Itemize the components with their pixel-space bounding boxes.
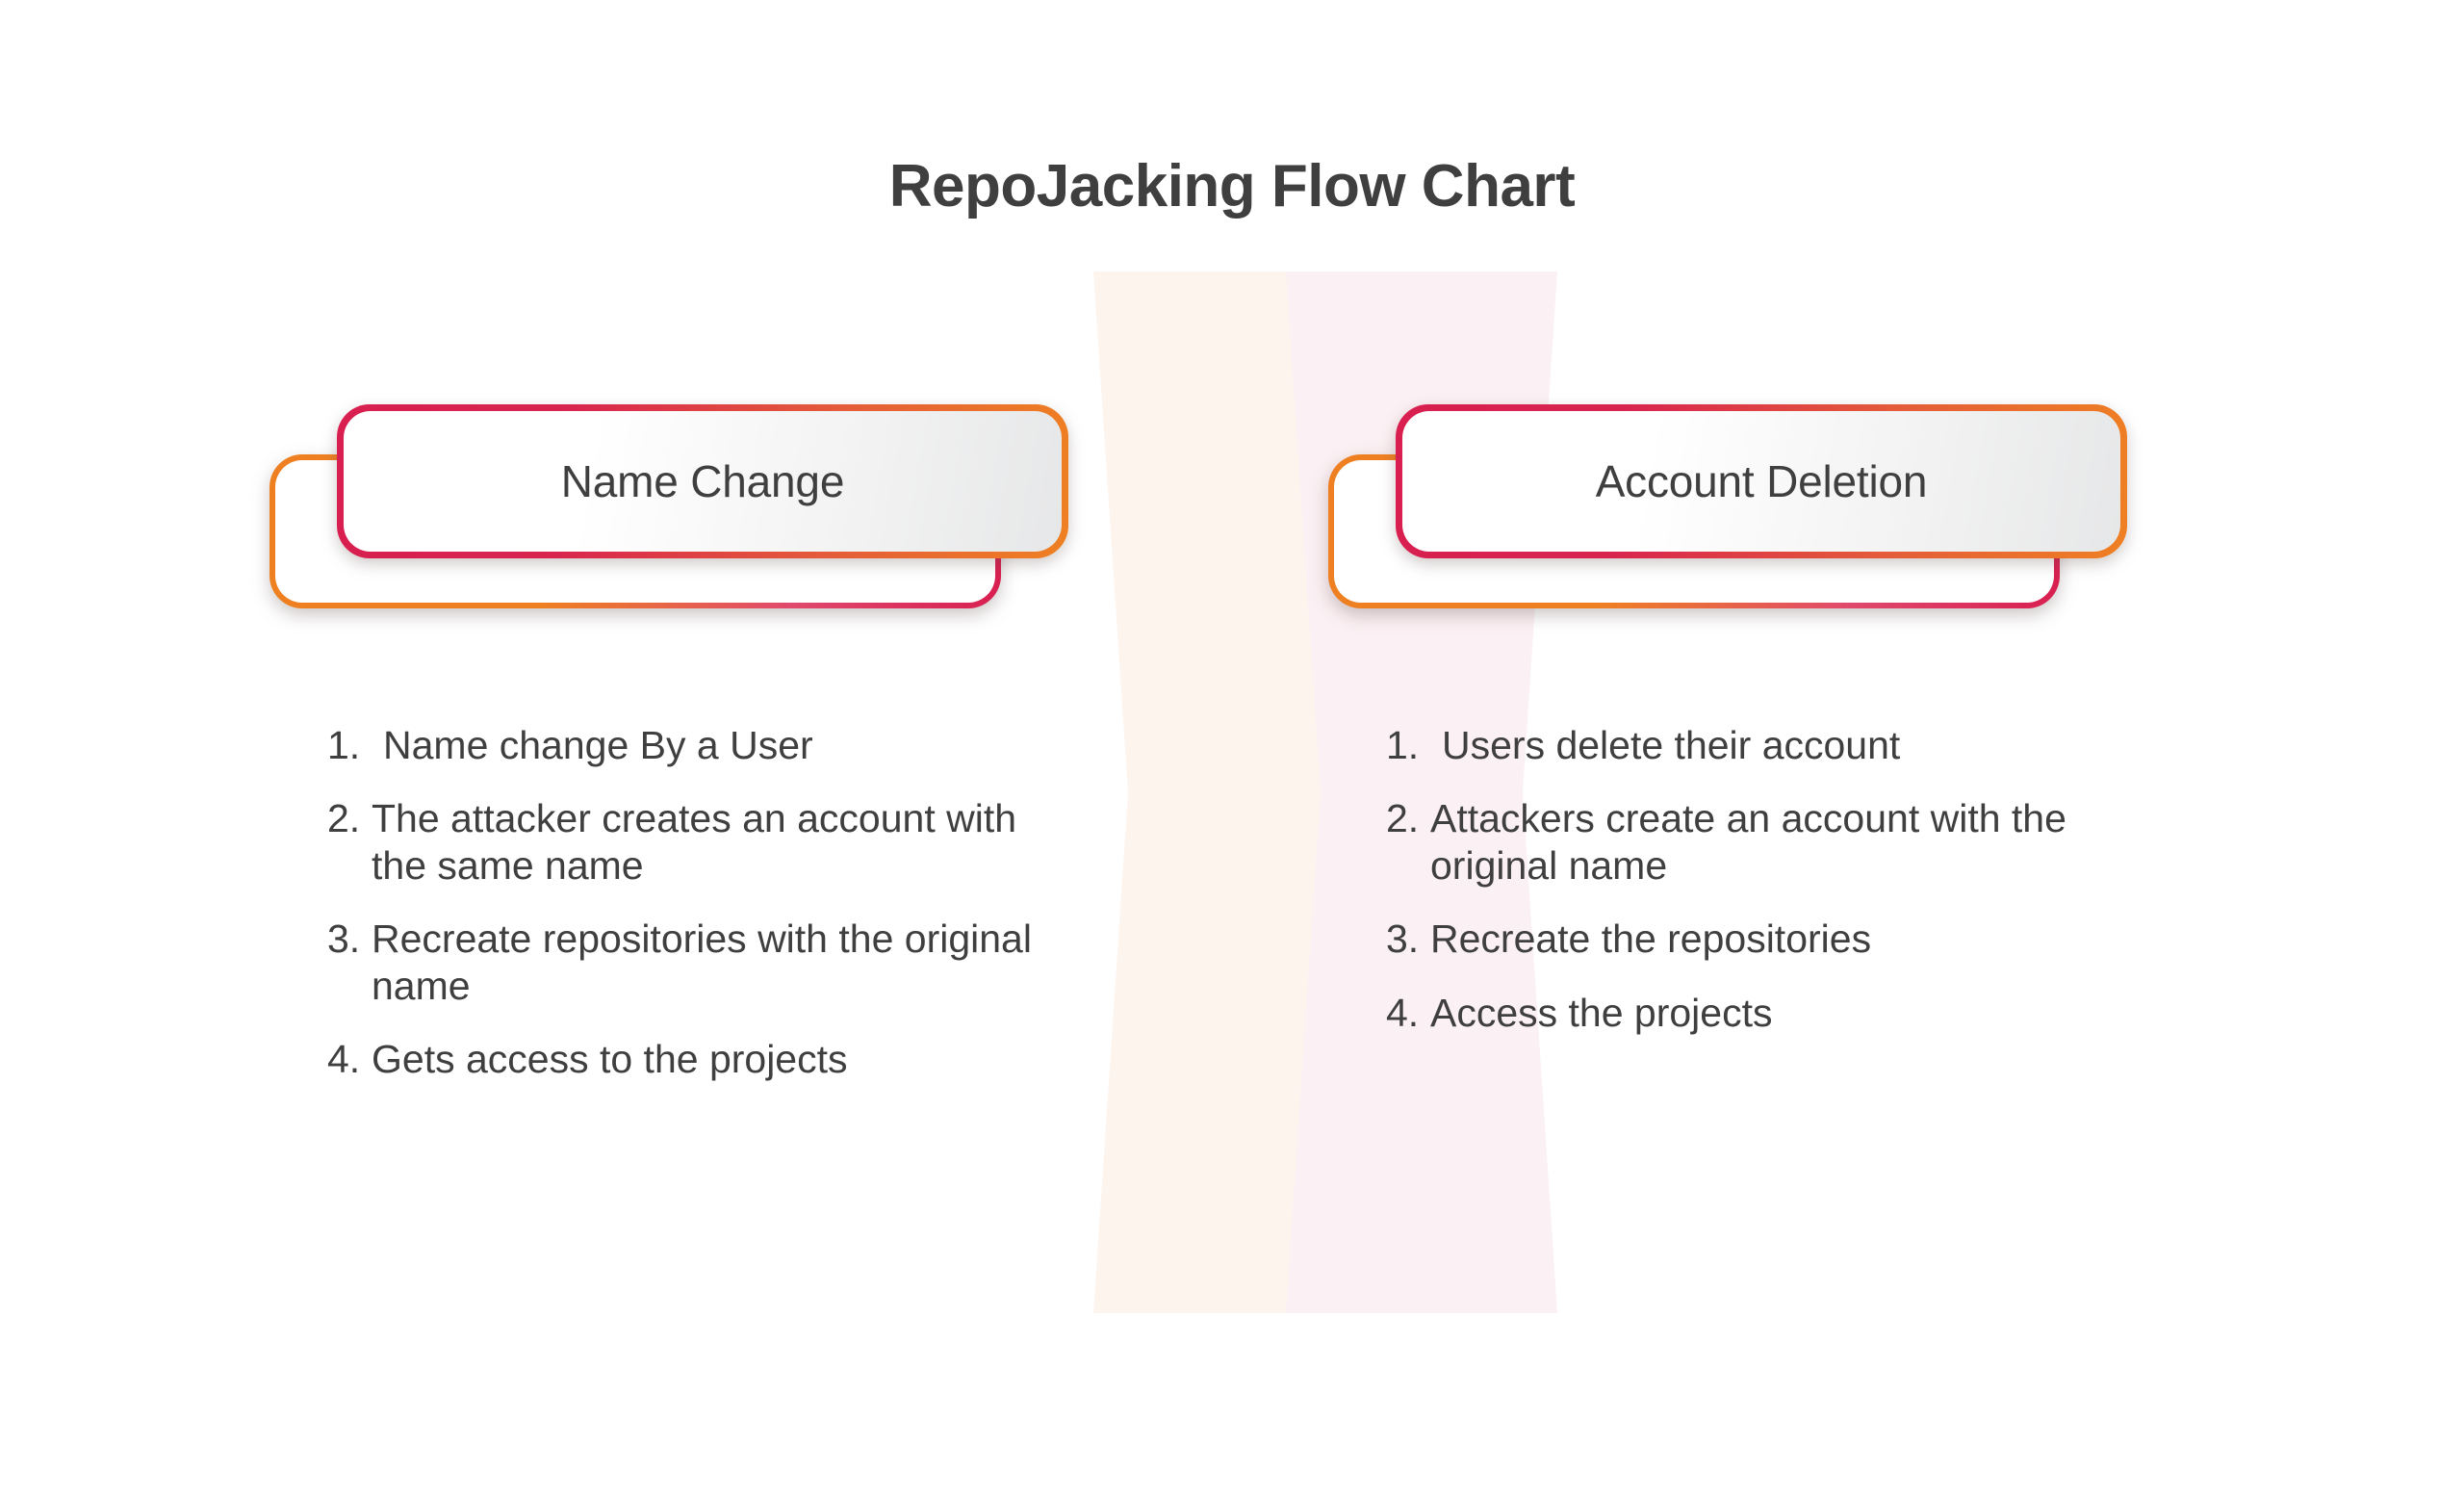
heading-box-name-change[interactable]: Name Change: [270, 404, 1068, 626]
list-item-number: 4.: [1386, 990, 1420, 1035]
steps-list-account-deletion: 1. Users delete their account 2. Attacke…: [1386, 722, 2204, 1036]
heading-box-outline-right: Account Deletion: [1396, 404, 2127, 558]
list-item: 4. Access the projects: [1386, 990, 2204, 1036]
list-item-text: Access the projects: [1430, 990, 1773, 1035]
list-item: 1. Users delete their account: [1386, 722, 2204, 768]
list-item: 3. Recreate repositories with the origin…: [327, 916, 1145, 1009]
list-item-number: 3.: [327, 916, 361, 962]
list-item-number: 1.: [327, 723, 361, 767]
page-title: RepoJacking Flow Chart: [888, 153, 1576, 219]
list-item-number: 3.: [1386, 916, 1420, 962]
list-item-text: Recreate the repositories: [1430, 916, 1872, 962]
heading-box-inner-left: Name Change: [344, 411, 1062, 552]
list-item-text: Attackers create an account with the ori…: [1430, 796, 2066, 888]
heading-box-account-deletion[interactable]: Account Deletion: [1328, 404, 2127, 626]
list-item-text: The attacker creates an account with the…: [372, 796, 1017, 888]
list-item-number: 2.: [1386, 796, 1420, 841]
list-item-text: Users delete their account: [1442, 723, 1901, 767]
list-item-number: 4.: [327, 1036, 361, 1081]
list-item-text: Name change By a User: [383, 723, 813, 767]
list-item: 2. The attacker creates an account with …: [327, 795, 1145, 889]
heading-label-account-deletion: Account Deletion: [1595, 456, 1928, 506]
list-item: 2. Attackers create an account with the …: [1386, 795, 2204, 889]
list-item: 1. Name change By a User: [327, 722, 1145, 768]
column-name-change: Name Change 1. Name change By a User 2. …: [270, 404, 1145, 1109]
list-item: 3. Recreate the repositories: [1386, 916, 2204, 962]
column-account-deletion: Account Deletion 1. Users delete their a…: [1328, 404, 2204, 1063]
list-item-number: 2.: [327, 796, 361, 841]
heading-box-outline-left: Name Change: [337, 404, 1068, 558]
list-item-text: Recreate repositories with the original …: [372, 916, 1032, 1008]
heading-label-name-change: Name Change: [560, 456, 845, 506]
steps-list-name-change: 1. Name change By a User 2. The attacker…: [327, 722, 1145, 1082]
list-item-text: Gets access to the projects: [372, 1036, 848, 1081]
list-item: 4. Gets access to the projects: [327, 1036, 1145, 1082]
list-item-number: 1.: [1386, 723, 1420, 767]
heading-box-inner-right: Account Deletion: [1402, 411, 2120, 552]
